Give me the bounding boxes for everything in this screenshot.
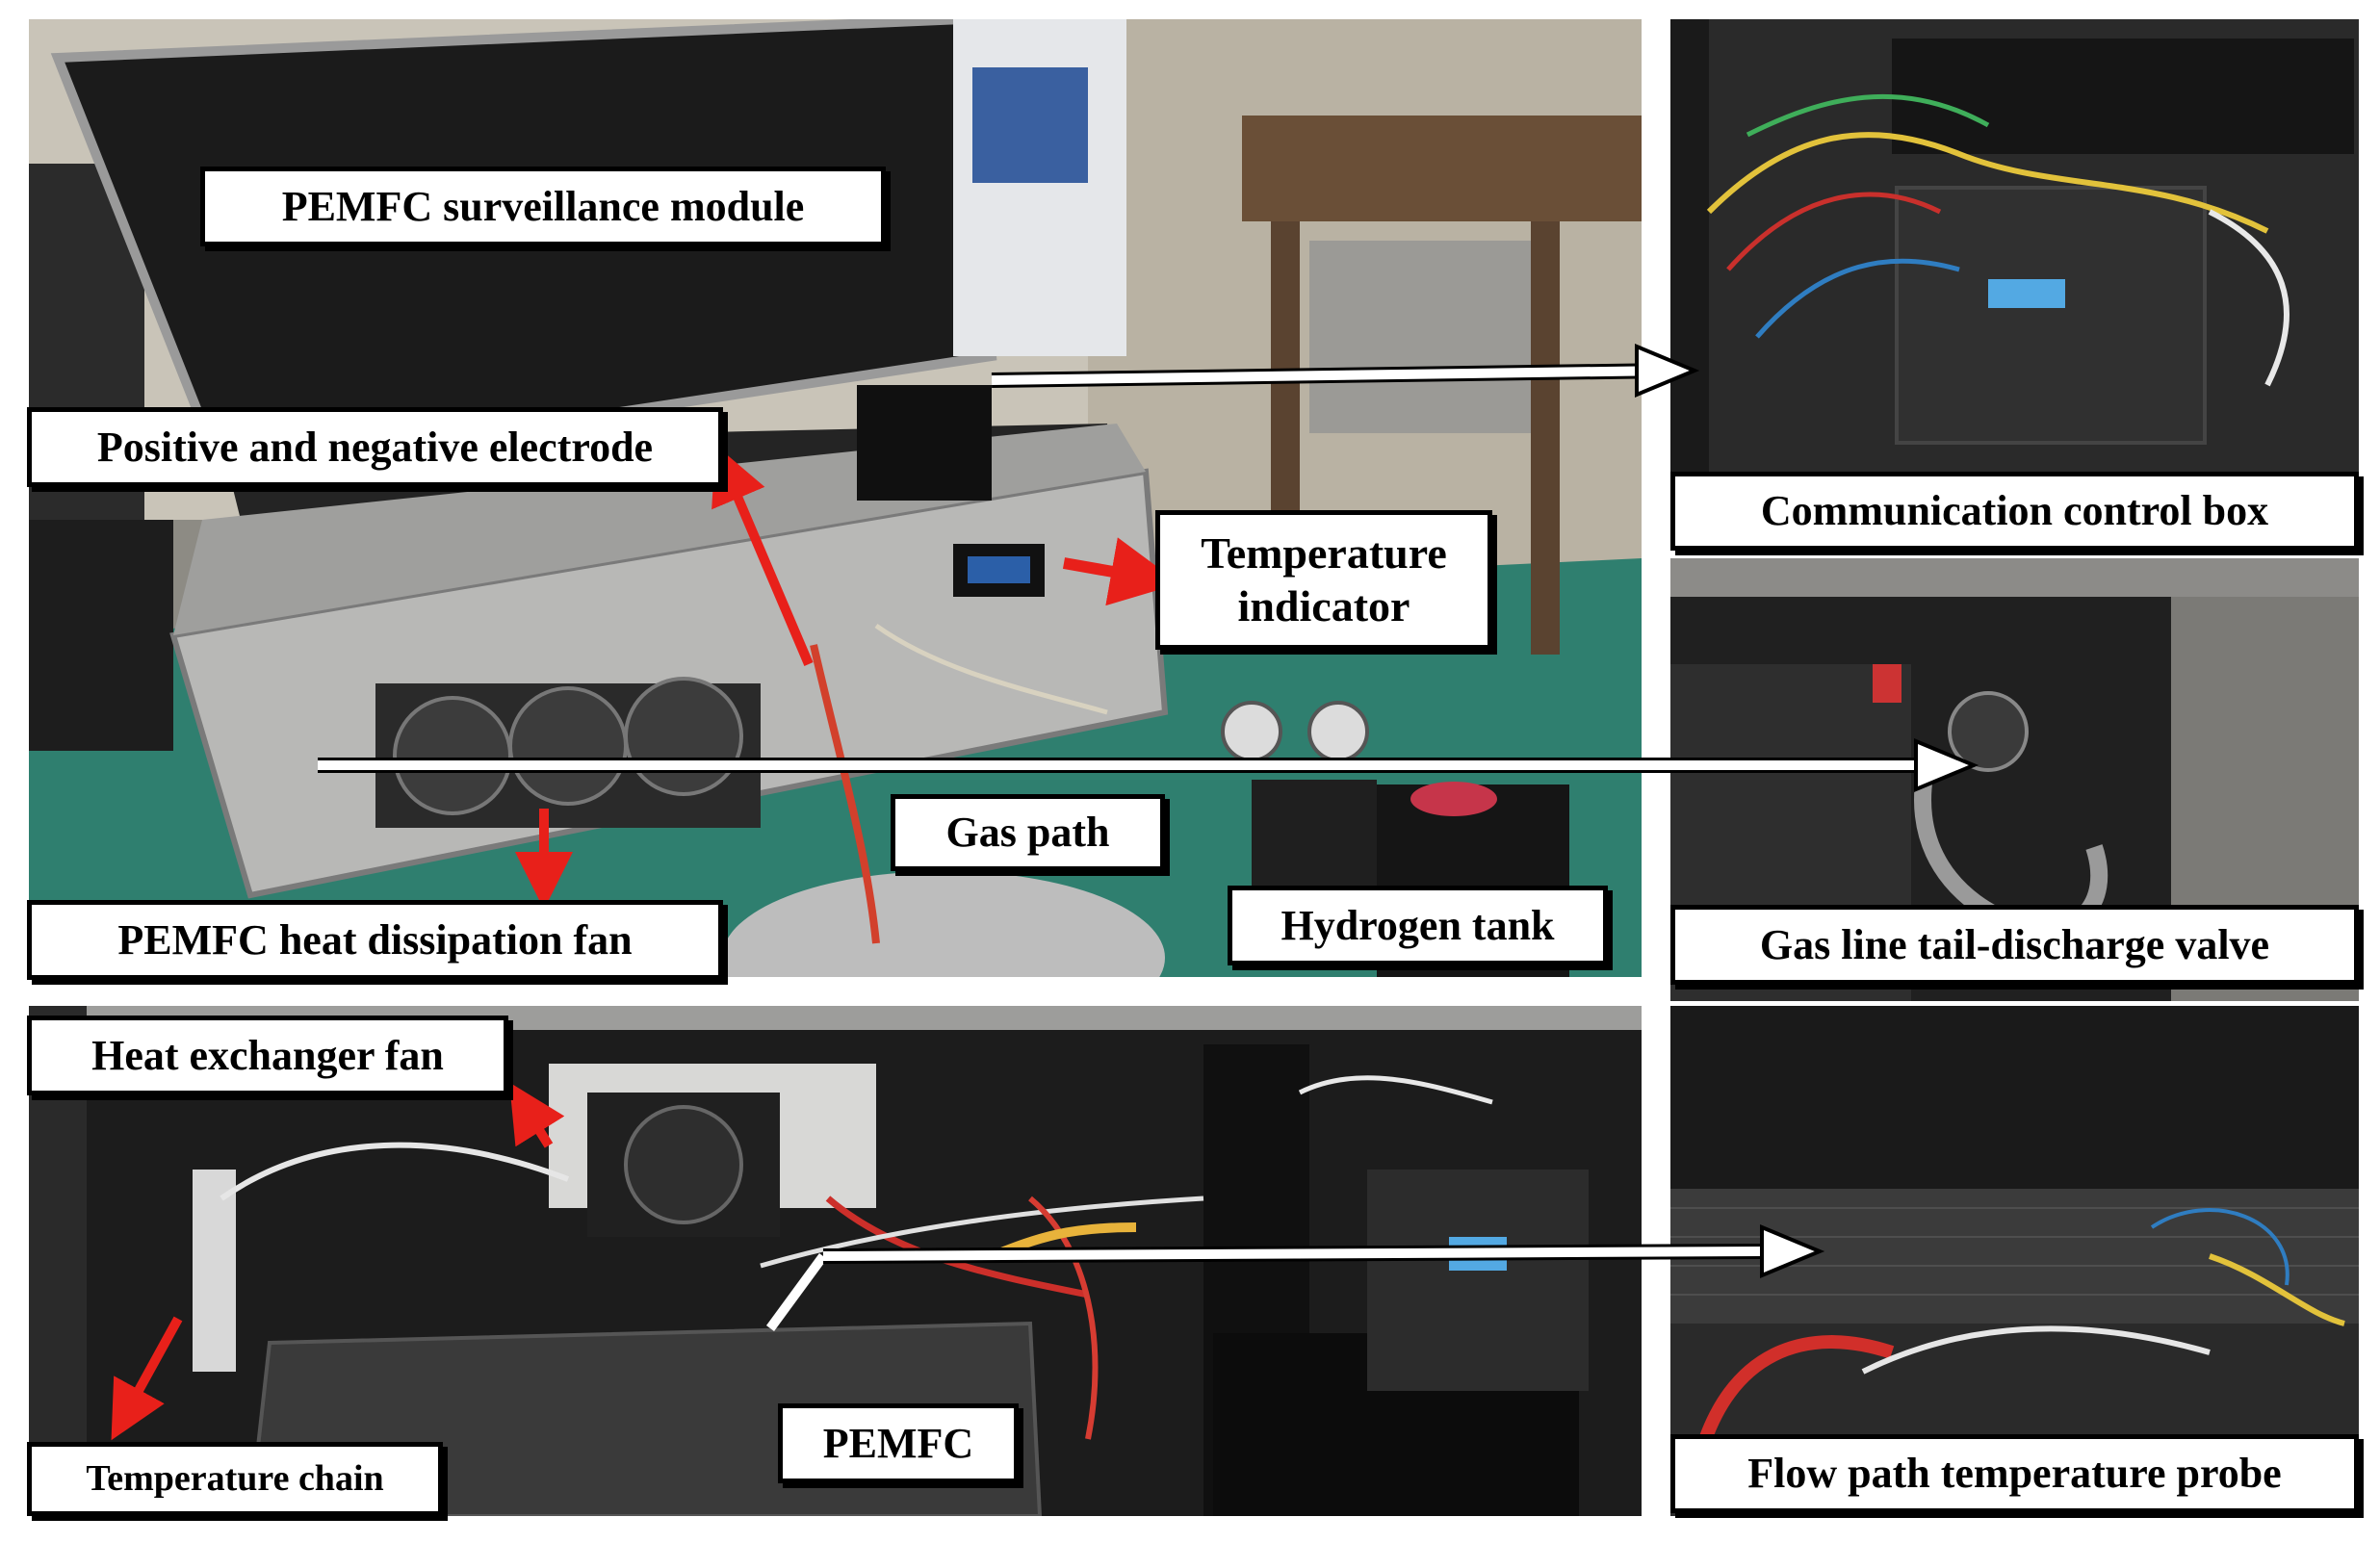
label-tail-discharge-valve: Gas line tail-discharge valve	[1670, 905, 2359, 985]
label-pemfc: PEMFC	[778, 1403, 1019, 1483]
label-heat-dissipation-fan: PEMFC heat dissipation fan	[27, 900, 723, 980]
label-surveillance-module: PEMFC surveillance module	[200, 167, 886, 246]
label-electrode: Positive and negative electrode	[27, 407, 723, 487]
label-hydrogen-tank: Hydrogen tank	[1228, 886, 1608, 965]
label-gas-path: Gas path	[891, 794, 1165, 871]
label-temperature-indicator: Temperature indicator	[1155, 510, 1492, 650]
label-heat-exchanger-fan: Heat exchanger fan	[27, 1016, 508, 1095]
label-flow-path-probe: Flow path temperature probe	[1670, 1434, 2359, 1513]
label-temperature-chain: Temperature chain	[27, 1442, 443, 1516]
photo-communication-box	[1670, 19, 2359, 472]
photo-main-device	[29, 19, 1642, 977]
label-communication-box: Communication control box	[1670, 472, 2359, 551]
